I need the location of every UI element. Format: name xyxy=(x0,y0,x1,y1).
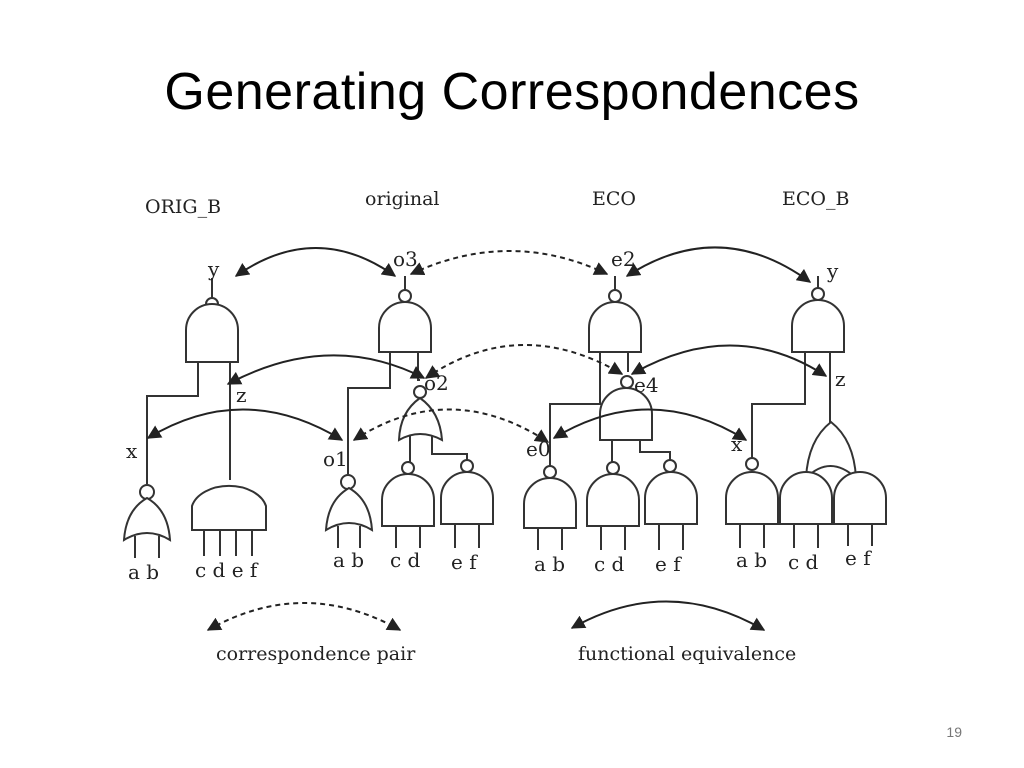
original-cd-and-gate xyxy=(381,473,435,527)
eco-label-e2: e2 xyxy=(611,247,636,271)
legend-solid-arrow xyxy=(570,600,766,631)
arrow-e0-x xyxy=(552,408,748,441)
original-cd-bubble xyxy=(401,461,415,475)
original-o1-or-gate xyxy=(324,486,374,532)
eco-b-ef-and-gate xyxy=(833,471,887,525)
eco-b-x-bubble xyxy=(745,457,759,471)
arrow-e4-z xyxy=(630,344,828,377)
orig-b-y-and-gate xyxy=(185,303,239,363)
eco-inputs-1: a b xyxy=(534,552,565,576)
eco-inputs-3: e f xyxy=(655,552,682,576)
eco-b-label-z: z xyxy=(835,367,846,391)
eco-ef-bubble xyxy=(663,459,677,473)
original-ef-bubble xyxy=(460,459,474,473)
eco-b-cd-and-gate xyxy=(779,471,833,525)
eco-cd-bubble xyxy=(606,461,620,475)
arrow-e2-y xyxy=(625,246,812,283)
original-label-o1: o1 xyxy=(323,447,348,471)
eco-b-inputs-2: c d xyxy=(788,550,819,574)
orig-b-label-y: y xyxy=(207,257,220,281)
eco-label-e4: e4 xyxy=(634,373,659,397)
eco-b-y-and-gate xyxy=(791,299,845,353)
eco-label-e0: e0 xyxy=(526,437,551,461)
orig-b-circuit: y z x a b c d e f xyxy=(122,257,267,584)
section-label-eco-b: ECO_B xyxy=(782,188,849,210)
legend: correspondence pair functional equivalen… xyxy=(206,600,796,665)
eco-b-circuit: y z x a b c d e f xyxy=(725,259,887,574)
original-label-o3: o3 xyxy=(393,247,418,271)
eco-e0-and-gate xyxy=(523,477,577,529)
eco-e0-bubble xyxy=(543,465,557,479)
legend-dashed-arrow xyxy=(206,602,402,631)
orig-b-z-and-gate xyxy=(191,484,267,531)
original-inputs-1: a b xyxy=(333,548,364,572)
eco-inputs-2: c d xyxy=(594,552,625,576)
original-o2-or-gate xyxy=(397,396,444,442)
orig-b-inputs-1: a b xyxy=(128,560,159,584)
orig-b-label-x: x xyxy=(126,439,138,463)
original-o3-and-gate xyxy=(378,301,432,353)
orig-b-x-or-gate xyxy=(122,496,172,542)
eco-b-z-or-gate xyxy=(804,420,858,481)
section-label-eco: ECO xyxy=(592,188,636,210)
arrow-y-o3 xyxy=(234,247,397,277)
eco-e4-bubble xyxy=(620,375,634,389)
eco-ef-and-gate xyxy=(644,471,698,525)
original-inputs-2: c d xyxy=(390,548,421,572)
arrow-o2-e4 xyxy=(424,344,624,379)
original-o3-bubble xyxy=(398,289,412,303)
slide-title: Generating Correspondences xyxy=(164,63,860,121)
arrow-x-o1 xyxy=(146,408,344,441)
eco-b-y-bubble xyxy=(811,287,825,301)
eco-b-inputs-1: a b xyxy=(736,548,767,572)
arrow-z-o2 xyxy=(226,354,426,385)
eco-e2-and-gate xyxy=(588,301,642,353)
page-number: 19 xyxy=(946,724,962,740)
section-label-original: original xyxy=(365,188,439,210)
eco-e2-bubble xyxy=(608,289,622,303)
eco-b-inputs-3: e f xyxy=(845,546,872,570)
orig-b-label-z: z xyxy=(236,383,247,407)
original-ef-and-gate xyxy=(440,471,494,525)
eco-b-x-and-gate xyxy=(725,471,779,525)
section-label-orig-b: ORIG_B xyxy=(145,196,221,218)
orig-b-inputs-2: c d e f xyxy=(195,558,259,582)
legend-functional-equivalence: functional equivalence xyxy=(578,643,796,665)
arrow-o1-e0 xyxy=(352,408,550,443)
original-o1-bubble xyxy=(340,474,356,490)
original-inputs-3: e f xyxy=(451,550,478,574)
eco-b-label-y: y xyxy=(826,259,839,283)
arrow-o3-e2 xyxy=(409,250,609,276)
eco-cd-and-gate xyxy=(586,473,640,527)
original-label-o2: o2 xyxy=(424,371,449,395)
legend-correspondence-pair: correspondence pair xyxy=(216,643,416,665)
